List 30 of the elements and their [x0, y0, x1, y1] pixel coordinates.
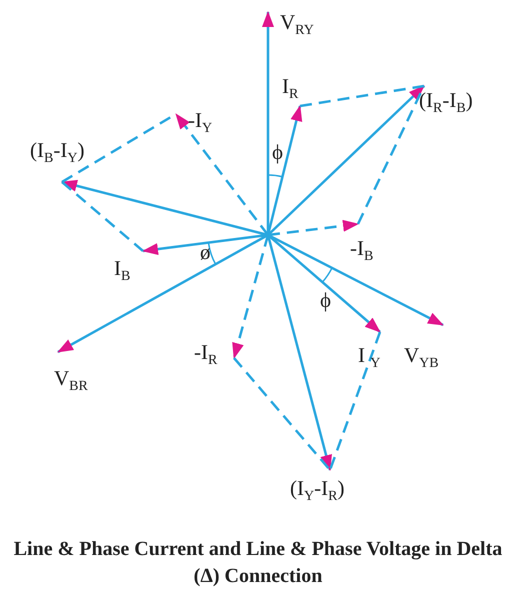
angle-symbol: ϕ — [320, 290, 332, 311]
phasor-label: -I$_{R}$ — [194, 342, 218, 368]
phasor-label: (I$_{Y}$-I$_{R}$) — [290, 478, 344, 504]
phasor-arrow — [57, 234, 269, 354]
dashed-phasor-line — [356, 85, 426, 225]
dashed-phasor-line — [300, 84, 424, 108]
angle-symbol: ø — [200, 242, 210, 263]
angle-symbol: ϕ — [272, 142, 284, 163]
phasor-label: I$_{B}$ — [114, 258, 130, 284]
dashed-phasor-line — [268, 220, 359, 236]
dashed-phasor-line — [61, 181, 144, 252]
dashed-phasor-line — [175, 113, 269, 236]
phasor-label: -I$_{Y}$ — [188, 110, 212, 136]
phasor-arrow — [61, 180, 268, 236]
phasor-arrow — [266, 105, 302, 236]
dashed-phasor-line — [232, 234, 270, 359]
dashed-phasor-line — [233, 357, 331, 471]
phasor-label: (I$_{R}$-I$_{B}$) — [419, 90, 473, 116]
phasor-arrow — [266, 234, 332, 471]
phasor-label: V$_{BR}$ — [54, 368, 88, 394]
phasor-arrow — [262, 11, 274, 235]
phasor-label: I$_{R}$ — [282, 76, 298, 102]
phasor-label: V$_{RY}$ — [280, 12, 314, 38]
caption: Line & Phase Current and Line & Phase Voltage in Delta (Δ) Connection — [12, 537, 504, 589]
dashed-phasor-line — [328, 332, 382, 470]
phasor-arrow — [267, 85, 425, 236]
phasor-label: I $_{Y}$ — [358, 345, 380, 372]
phasor-label: (I$_{B}$-I$_{Y}$) — [30, 140, 84, 166]
phasor-label: -I$_{B}$ — [350, 238, 374, 264]
phasor-label: V$_{YB}$ — [404, 345, 439, 372]
